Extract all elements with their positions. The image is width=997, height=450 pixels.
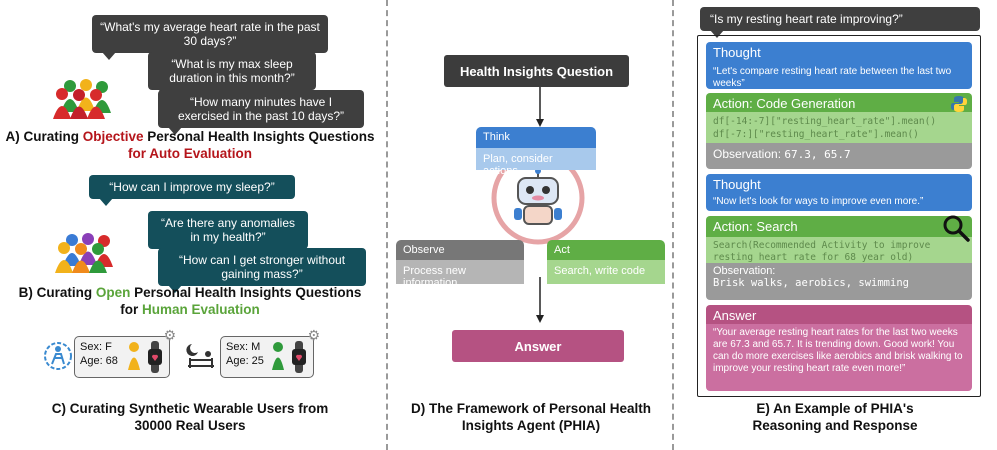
people-group-color-icon [55,233,113,273]
open-question-1: “How can I improve my sleep?” [109,180,275,194]
open-question-3: “How can I get stronger without gaining … [178,253,346,281]
user-2-smartwatch-icon [292,341,306,373]
robot-agent-icon [514,168,562,225]
objective-question-3: “How many minutes have I exercised in th… [177,95,345,123]
panel-d-title: D) The Framework of Personal Health Insi… [410,401,652,433]
thought-2-text: “Now let's look for ways to improve even… [706,193,972,211]
observe-step-body: Process new information [396,260,524,289]
activity-scene-icon [44,342,72,370]
action-search-block: Action: Search Search(Recommended Activi… [706,216,972,300]
synthetic-user-card-1: Sex: F Age: 68 ⚙ [74,328,176,378]
user-1-figure-icon [128,342,140,370]
divider-right [672,0,674,450]
panel-c-title: C) Curating Synthetic Wearable Users fro… [51,401,329,433]
act-step-body: Search, write code [547,260,665,284]
panel-e-title: E) An Example of PHIA's Reasoning and Re… [752,401,918,433]
user-2-figure-icon [272,342,284,370]
objective-question-2: “What is my max sleep duration in this m… [169,57,295,85]
thought-block-2: Thought “Now let's look for ways to impr… [706,174,972,211]
search-magnifier-icon [943,215,970,242]
action-search-label: Action: Search [706,216,972,237]
observe-step-header: Observe [396,240,524,260]
answer-box: Answer [452,330,624,362]
objective-question-bubble-3: “How many minutes have I exercised in th… [158,90,364,135]
user-1-age: Age: 68 [80,355,118,367]
panel-b-title: B) Curating Open Personal Health Insight… [18,285,362,317]
python-logo-icon [951,96,967,112]
observation-1-value: 67.3, 65.7 [784,148,851,161]
open-question-bubble-2: “Are there any anomalies in my health?” [148,211,308,256]
thought-1-label: Thought [706,42,972,63]
search-call: Search(Recommended Activity to improve r… [706,237,972,263]
open-question-bubble-3: “How can I get stronger without gaining … [158,248,366,293]
objective-question-bubble-2: “What is my max sleep duration in this m… [148,52,316,97]
objective-question-bubble-1: “What's my average heart rate in the pas… [92,15,328,60]
user-2-gear-icon: ⚙ [307,327,320,343]
people-group-red-icon [53,79,111,119]
user-1-smartwatch-icon [148,341,162,373]
reasoning-panel [697,35,981,397]
open-question-2: “Are there any anomalies in my health?” [160,216,296,244]
act-step-header: Act [547,240,665,260]
answer-text: “Your average resting heart rates for th… [706,324,972,391]
think-step-body: Plan, consider actions [476,148,596,177]
observation-2-value: Brisk walks, aerobics, swimming [713,277,909,289]
sleep-scene-icon [186,344,214,368]
health-insights-question-box: Health Insights Question [444,55,629,87]
code-line-1: df[-14:-7]["resting_heart_rate"].mean() [713,116,937,127]
user-2-sex: Sex: M [226,341,261,353]
thought-2-label: Thought [706,174,972,193]
code-line-2: df[-7:]["resting_heart_rate"].mean() [713,129,919,140]
panel-a-title: A) Curating Objective Personal Health In… [5,129,375,161]
thought-block-1: Thought “Let's compare resting heart rat… [706,42,972,89]
divider-left [386,0,388,450]
user-2-age: Age: 25 [226,355,264,367]
action-code-block: Action: Code Generation df[-14:-7]["rest… [706,93,972,169]
user-1-gear-icon: ⚙ [163,327,176,343]
framework-arrows [536,87,544,323]
observation-1-label: Observation: [713,147,782,161]
observation-2-label: Observation: [713,265,776,277]
user-1-sex: Sex: F [80,341,112,353]
user-question-bubble: “Is my resting heart rate improving?” [700,7,980,38]
answer-block: Answer “Your average resting heart rates… [706,305,972,391]
thought-1-text: “Let's compare resting heart rate betwee… [706,63,972,89]
action-code-label: Action: Code Generation [706,93,972,112]
open-question-bubble-1: “How can I improve my sleep?” [89,175,295,206]
answer-label: Answer [706,305,972,324]
objective-question-1: “What's my average heart rate in the pas… [100,20,320,48]
think-step-header: Think [476,127,596,148]
user-question-text: “Is my resting heart rate improving?” [710,12,903,26]
synthetic-user-card-2: Sex: M Age: 25 ⚙ [220,328,320,378]
